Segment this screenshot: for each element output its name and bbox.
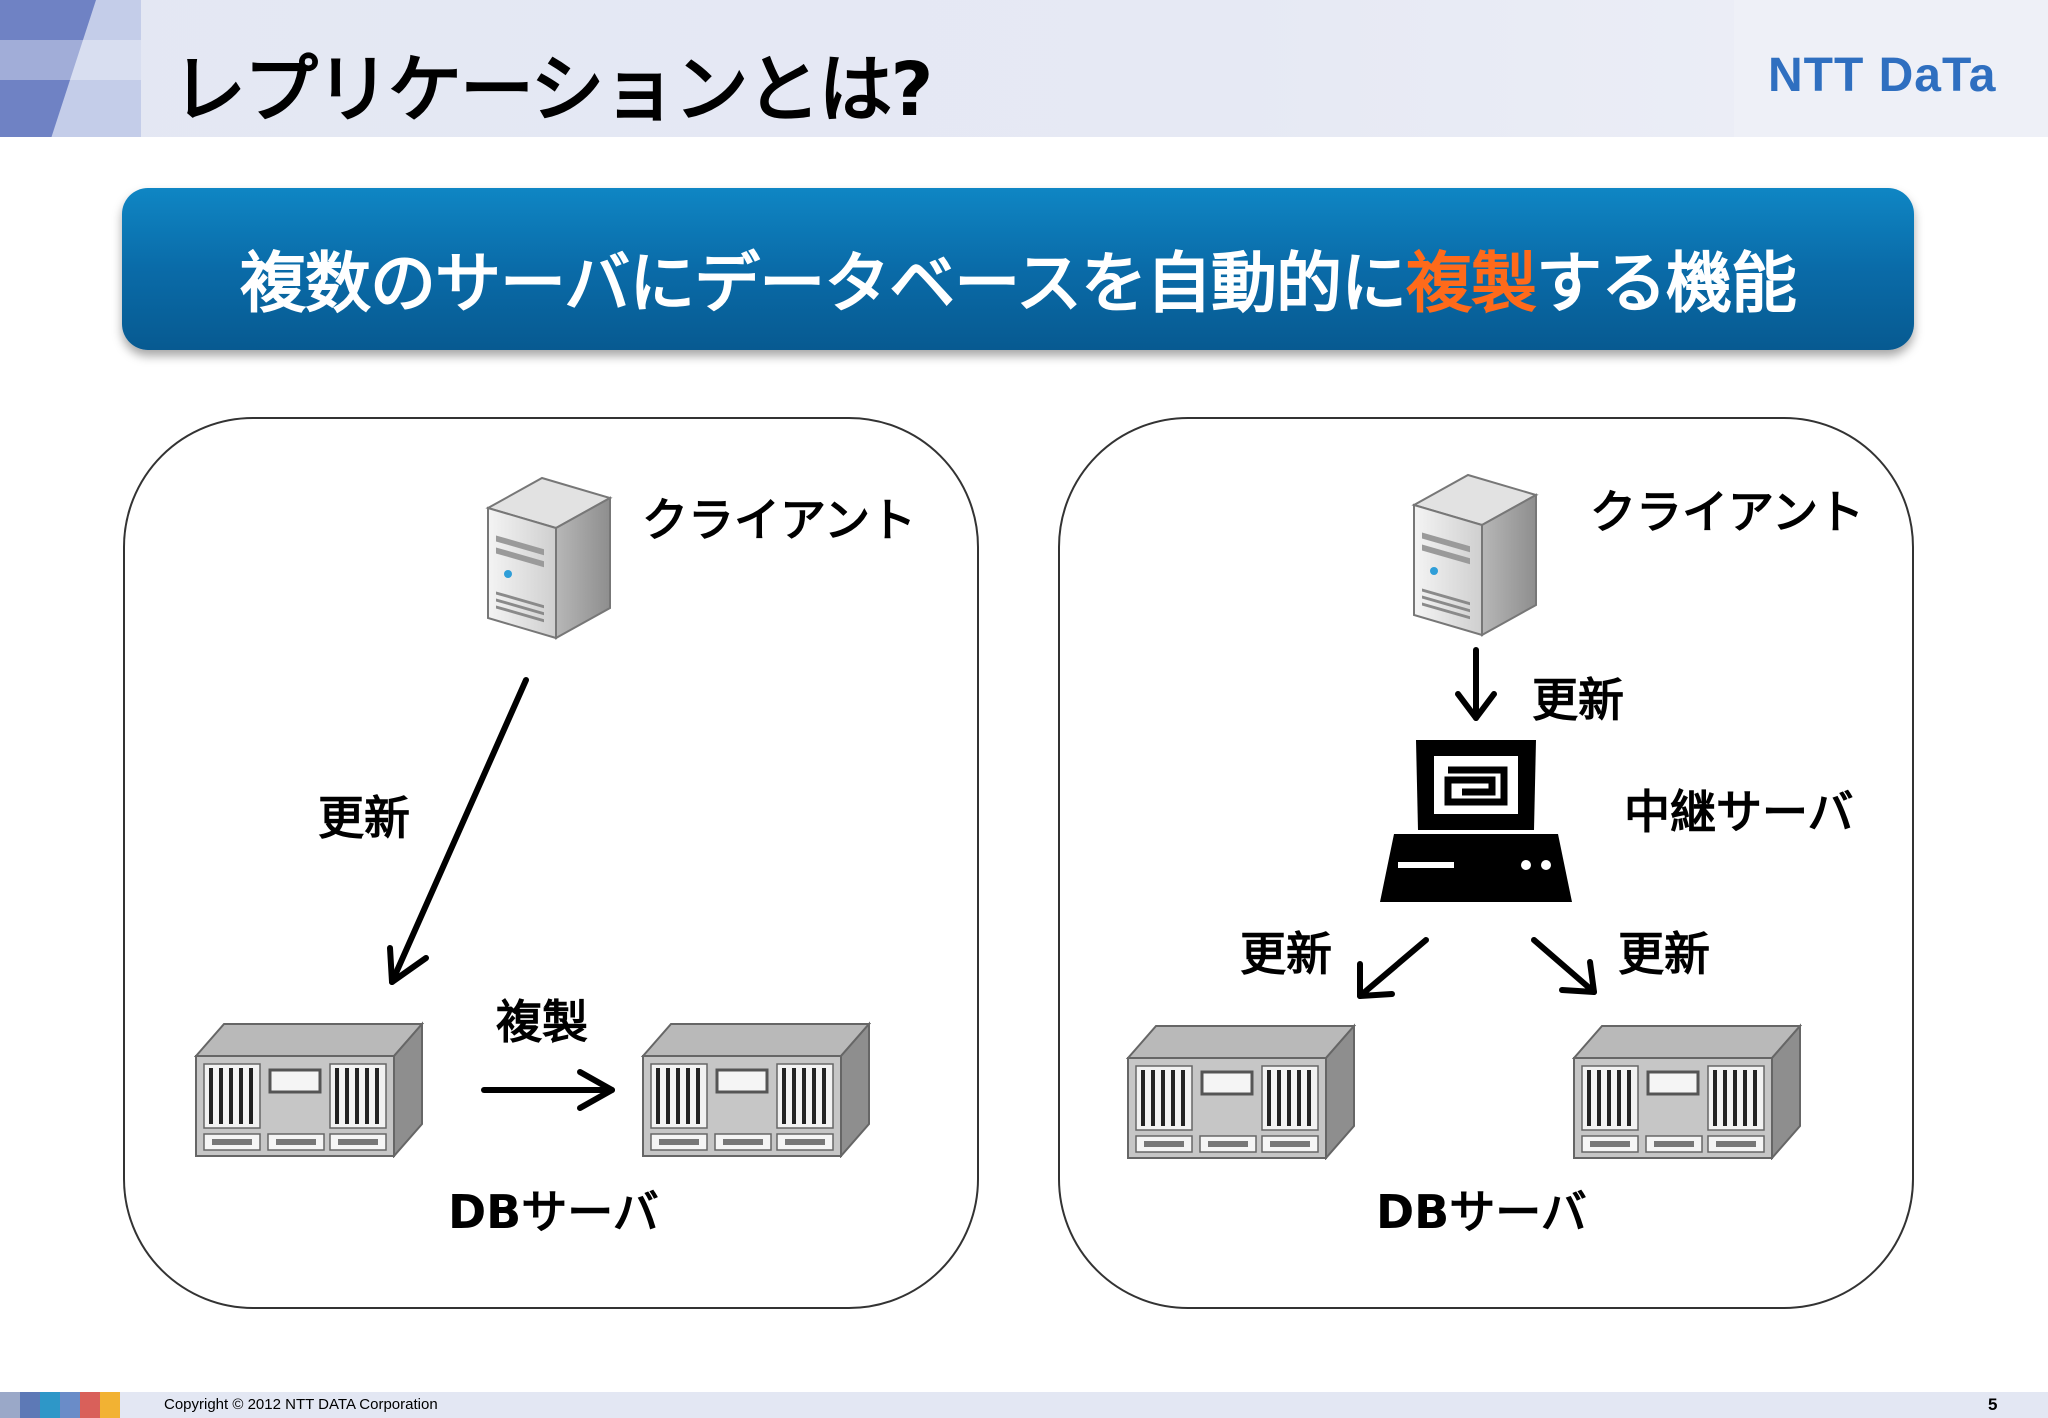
relay-server-label: 中継サーバ (1624, 785, 1854, 839)
footer-square (60, 1392, 80, 1418)
db-server-icon (1126, 1020, 1356, 1160)
footer-square (80, 1392, 100, 1418)
footer-color-squares (0, 1392, 120, 1418)
page-title: レプリケーションとは? (172, 47, 933, 133)
ntt-data-logo: NTT DaTa (1768, 49, 1997, 102)
banner-text-highlight: 複製 (1406, 245, 1537, 322)
right-update-label-right: 更新 (1618, 927, 1710, 981)
db-server-icon (641, 1018, 871, 1158)
right-update-label-left: 更新 (1240, 927, 1332, 981)
client-server-icon (484, 470, 614, 640)
footer-square (100, 1392, 120, 1418)
relay-terminal-icon (1376, 734, 1576, 904)
left-replicate-label: 複製 (496, 995, 588, 1049)
right-client-label: クライアント (1590, 485, 1865, 539)
banner-text: 複数のサーバにデータベースを自動的に複製する機能 (122, 230, 1914, 326)
header-decoration (0, 0, 141, 137)
footer-square (0, 1392, 20, 1418)
footer: Copyright © 2012 NTT DATA Corporation 5 (0, 1392, 2048, 1418)
right-update-label-top: 更新 (1532, 673, 1624, 727)
client-server-icon (1410, 467, 1540, 637)
left-update-label: 更新 (318, 791, 410, 845)
footer-square (20, 1392, 40, 1418)
header: レプリケーションとは? NTT DaTa (0, 0, 2048, 137)
page-number: 5 (1988, 1395, 1998, 1414)
footer-square (40, 1392, 60, 1418)
banner-text-before: 複数のサーバにデータベースを自動的に (239, 245, 1407, 322)
banner-text-after: する機能 (1536, 245, 1797, 322)
left-db-label: DBサーバ (448, 1185, 659, 1239)
left-client-label: クライアント (642, 493, 917, 547)
db-server-icon (194, 1018, 424, 1158)
copyright-text: Copyright © 2012 NTT DATA Corporation (164, 1396, 438, 1413)
db-server-icon (1572, 1020, 1802, 1160)
summary-banner: 複数のサーバにデータベースを自動的に複製する機能 (122, 188, 1914, 350)
logo-area (1734, 0, 2048, 137)
right-db-label: DBサーバ (1376, 1185, 1587, 1239)
